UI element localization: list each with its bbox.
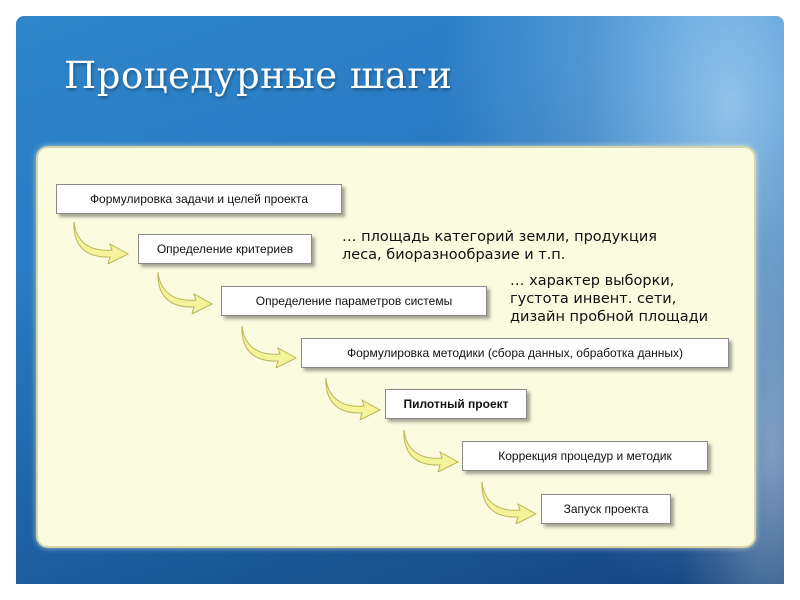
step-2-box: Определение критериев	[138, 234, 312, 264]
slide-title: Процедурные шаги	[64, 54, 453, 97]
curved-arrow-icon	[157, 271, 214, 314]
step-7-box: Запуск проекта	[541, 494, 671, 524]
step-4-box: Формулировка методики (сбора данных, обр…	[301, 338, 729, 368]
curved-arrow-icon	[241, 325, 298, 368]
diagram-panel: Формулировка задачи и целей проекта Опре…	[36, 146, 756, 548]
step-3-box: Определение параметров системы	[221, 286, 487, 316]
step-5-box: Пилотный проект	[385, 389, 527, 419]
curved-arrow-icon	[73, 221, 130, 264]
slide-background: Процедурные шаги Формулировка задачи и ц…	[16, 16, 784, 584]
curved-arrow-icon	[481, 481, 538, 524]
step-1-box: Формулировка задачи и целей проекта	[56, 184, 342, 214]
step-6-box: Коррекция процедур и методик	[462, 441, 708, 471]
note-parameters: … характер выборки, густота инвент. сети…	[510, 273, 709, 325]
note-criteria: … площадь категорий земли, продукция лес…	[342, 229, 658, 263]
curved-arrow-icon	[403, 429, 460, 472]
curved-arrow-icon	[325, 377, 382, 420]
